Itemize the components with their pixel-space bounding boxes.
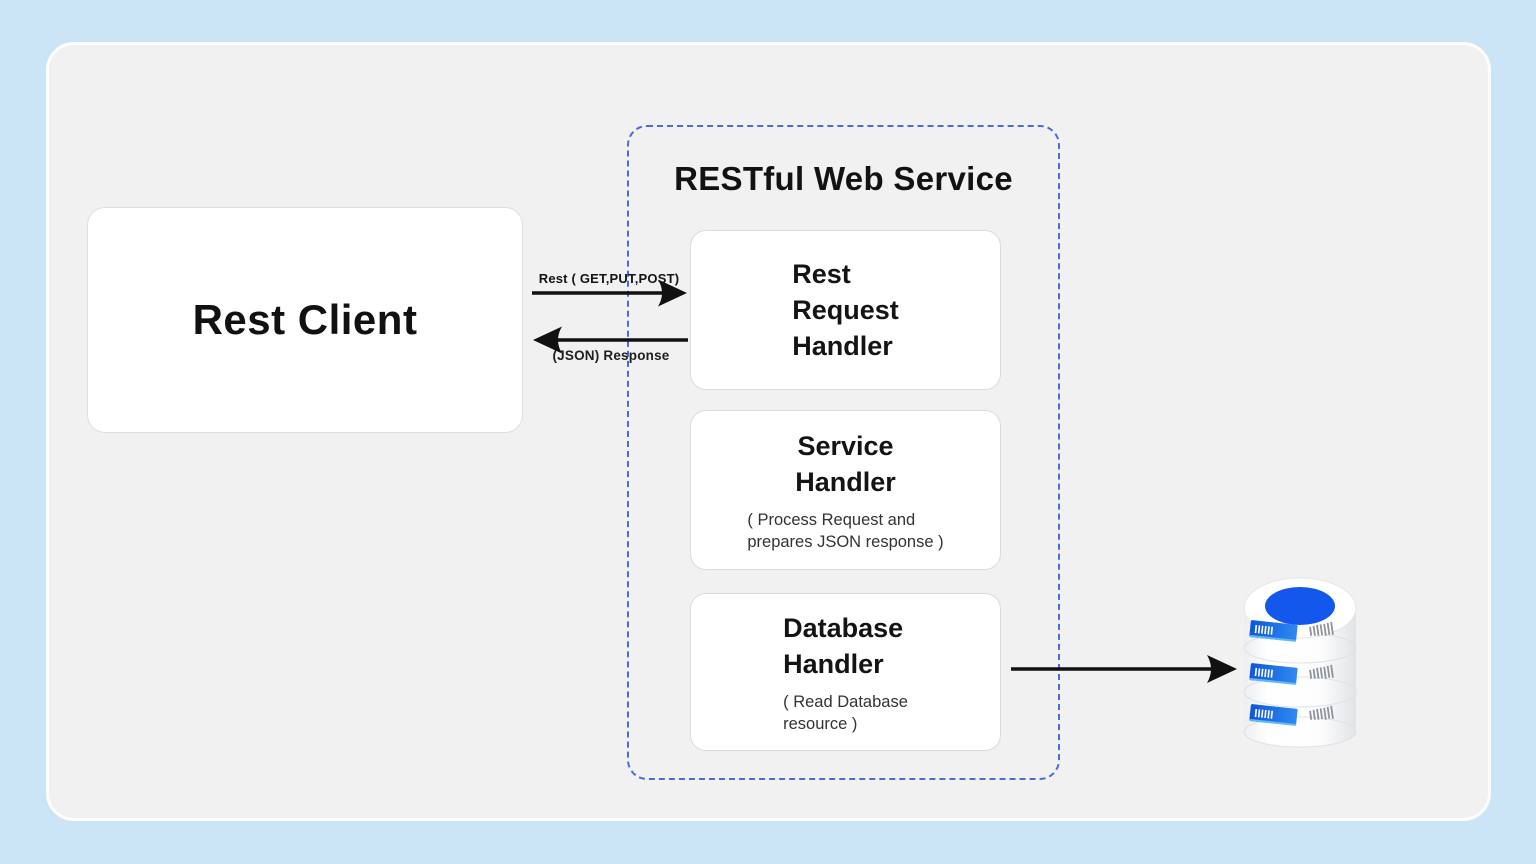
database-handler-note: ( Read Database resource ) [783,691,908,735]
database-handler-content: Database Handler ( Read Database resourc… [783,610,908,735]
response-arrow-label: (JSON) Response [552,348,670,363]
rest-request-handler-title: Rest Request Handler [792,256,899,364]
title-line: Service [797,430,894,461]
title-line: Handler [795,466,896,497]
db-ticks-1 [1309,621,1334,636]
service-container-title: RESTful Web Service [674,160,1013,197]
rest-request-handler-box: Rest Request Handler [690,230,1001,390]
restful-web-service-container: RESTful Web Service Rest Request Handler… [627,125,1060,780]
db-ticks-2 [1309,664,1334,679]
title-line: Database [783,612,904,643]
note-line: resource ) [783,714,858,733]
db-label-2 [1249,663,1298,685]
title-line: Request [792,295,899,325]
title-line: Handler [792,331,893,361]
service-handler-title: Service Handler [795,428,896,500]
db-label-3 [1249,704,1298,726]
note-line: prepares JSON response ) [747,532,944,551]
title-line: Rest [792,259,851,289]
note-line: ( Process Request and [747,510,916,529]
db-drum-top [1243,577,1357,664]
db-ticks-3 [1309,705,1334,720]
database-handler-box: Database Handler ( Read Database resourc… [690,593,1001,751]
service-handler-note: ( Process Request and prepares JSON resp… [747,509,943,553]
service-handler-box: Service Handler ( Process Request and pr… [690,410,1001,570]
rest-client-box: Rest Client [87,207,523,433]
database-icon [1243,577,1357,748]
rest-client-label: Rest Client [192,296,418,343]
note-line: ( Read Database [783,692,908,711]
title-line: Handler [783,648,884,679]
db-label-1 [1249,620,1298,642]
db-top-blue-disc [1265,587,1335,625]
database-handler-title: Database Handler [783,610,908,682]
request-arrow-label: Rest ( GET,PUT,POST) [538,271,680,286]
